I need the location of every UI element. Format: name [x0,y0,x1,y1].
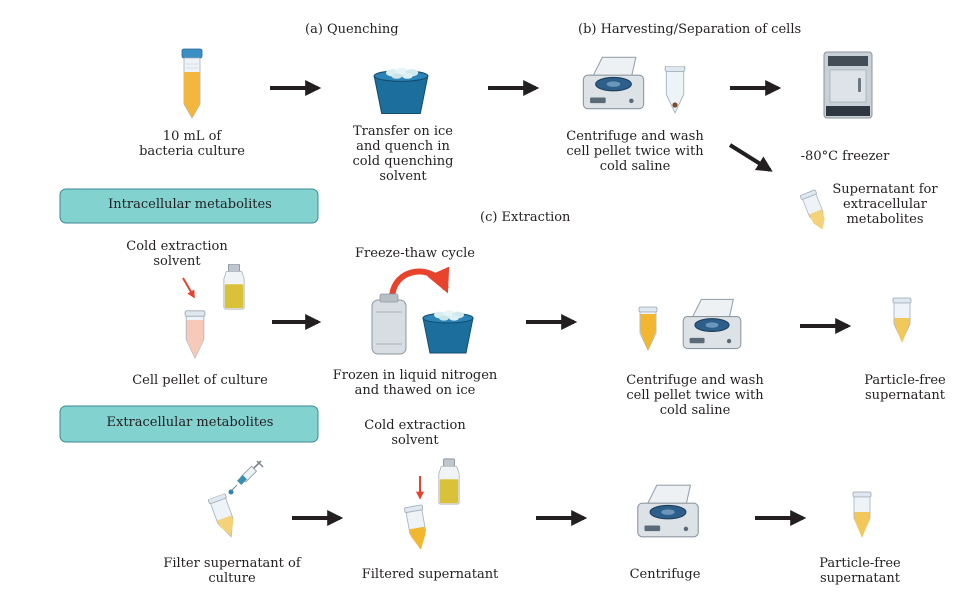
solvent-bottle-icon [223,264,245,310]
particle-free-tube-2-icon [852,491,872,538]
solvent-bottle-2-icon [438,458,460,505]
label-filter: Filter supernatant of culture [163,556,301,586]
centrifuge-icon [582,56,645,110]
syringe-filter-icon [227,460,264,496]
label-cold-extraction-1: Cold extraction solvent [126,239,228,269]
filter-tube-icon [207,492,241,541]
extract-tube-icon [638,306,658,351]
section-extracellular: Extracellular metabolites [106,415,274,430]
header-harvesting: (b) Harvesting/Separation of cells [578,22,802,37]
arrow-to-supernatant [728,143,773,172]
label-particle-free-1: Particle-free supernatant [864,373,946,403]
label-centrifuge-wash-top: Centrifuge and wash cell pellet twice wi… [566,129,704,174]
ice-bucket-2-icon [422,309,474,354]
label-filtered: Filtered supernatant [361,567,499,582]
label-culture: 10 mL of bacteria culture [139,129,245,159]
section-intracellular: Intracellular metabolites [108,197,272,212]
freezer-icon [823,51,873,119]
red-arrow-solvent-1 [182,277,195,299]
label-cell-pellet: Cell pellet of culture [132,373,268,388]
label-centrifuge-wash-mid: Centrifuge and wash cell pellet twice wi… [626,373,764,418]
pellet-tube-icon [664,66,686,114]
extracellular-box [59,405,319,443]
label-quench: Transfer on ice and quench in cold quenc… [352,124,454,184]
intracellular-box [59,188,319,224]
label-particle-free-2: Particle-free supernatant [819,556,901,586]
particle-free-tube-1-icon [892,297,912,343]
culture-tube-icon [181,48,203,119]
cell-pellet-tube-icon [184,310,206,359]
label-supernatant-extracellular: Supernatant for extracellular metabolite… [832,182,938,227]
centrifuge-3-icon [637,484,699,538]
liquid-nitrogen-dewar-icon [371,293,407,355]
freeze-thaw-cycle-arrow [389,266,450,300]
supernatant-tube-icon [799,189,830,232]
header-extraction: (c) Extraction [480,210,571,225]
header-quenching: (a) Quenching [305,22,399,37]
centrifuge-2-icon [682,298,742,350]
label-freezer: -80°C freezer [800,149,890,164]
label-cold-extraction-2: Cold extraction solvent [364,418,466,448]
label-centrifuge: Centrifuge [629,567,701,582]
filtered-tube-icon [403,504,430,551]
label-frozen: Frozen in liquid nitrogen and thawed on … [332,368,498,398]
label-freeze-thaw: Freeze-thaw cycle [355,246,475,261]
ice-bucket-icon [373,67,429,115]
